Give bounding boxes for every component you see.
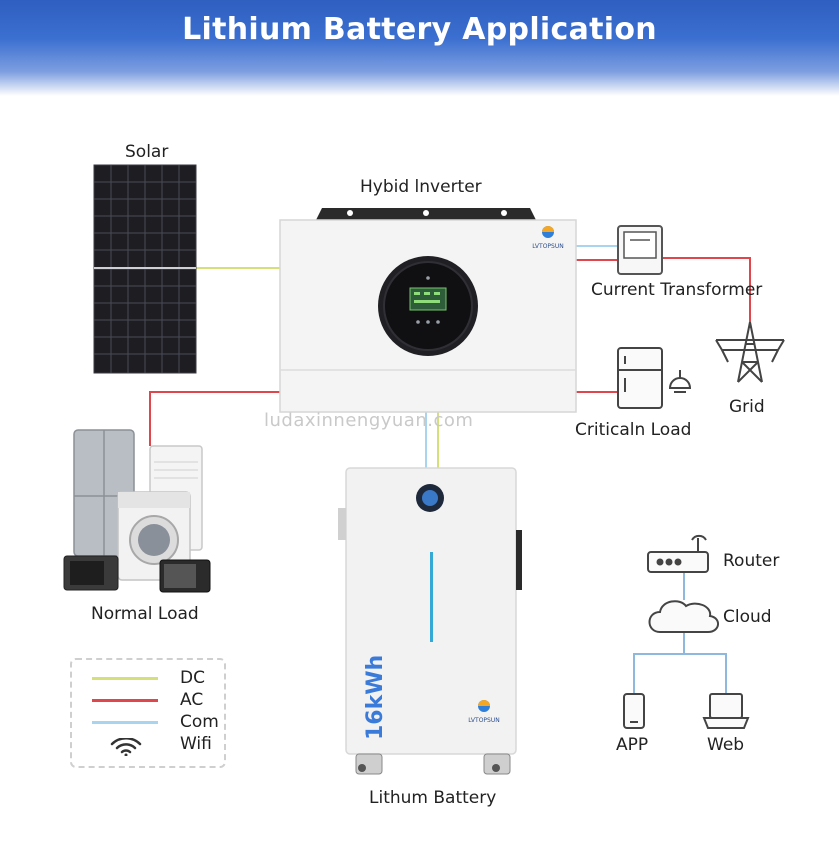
legend-swatch-dc: [92, 677, 158, 680]
legend-label: Com: [180, 712, 219, 732]
app-label: APP: [616, 735, 648, 755]
legend-label: DC: [180, 668, 205, 688]
legend-item-ac: AC: [72, 690, 224, 710]
web-icon: [704, 694, 748, 728]
solar-panel-icon: [94, 165, 196, 373]
critical-load-icon: [618, 348, 690, 408]
legend-label: AC: [180, 690, 203, 710]
grid-label: Grid: [729, 397, 765, 417]
critical-load-label: Criticaln Load: [575, 420, 691, 440]
grid-tower-icon: [716, 322, 784, 382]
web-label: Web: [707, 735, 744, 755]
legend-label: Wifi: [180, 734, 212, 754]
inverter-brand: LVTOPSUN: [532, 243, 563, 250]
cloud-label: Cloud: [723, 607, 772, 627]
legend-item-com: Com: [72, 712, 224, 732]
app-icon: [624, 694, 644, 728]
legend-item-dc: DC: [72, 668, 224, 688]
normal-load-icon: [64, 430, 210, 592]
legend-swatch-ac: [92, 699, 158, 702]
solar-label: Solar: [125, 142, 168, 162]
hybrid-inverter-icon: LVTOPSUN: [280, 208, 576, 412]
router-label: Router: [723, 551, 779, 571]
wifi-icon: [110, 738, 142, 756]
current-transformer-icon: [618, 226, 662, 274]
legend: DC AC Com Wifi: [70, 658, 226, 768]
battery-brand: LVTOPSUN: [468, 717, 499, 724]
battery-label: Lithum Battery: [369, 788, 496, 808]
ac-line-normal-load: [150, 392, 280, 446]
battery-capacity: 16kWh: [363, 655, 388, 740]
cloud-icon: [650, 601, 719, 632]
legend-swatch-com: [92, 721, 158, 724]
router-icon: [648, 536, 708, 572]
watermark: ludaxinnengyuan.com: [264, 410, 473, 431]
current-transformer-label: Current Transformer: [591, 280, 762, 300]
inverter-label: Hybid lnverter: [360, 177, 482, 197]
legend-item-wifi: Wifi: [72, 734, 224, 754]
normal-load-label: Normal Load: [91, 604, 199, 624]
lithium-battery-icon: 16kWh LVTOPSUN: [338, 468, 522, 774]
